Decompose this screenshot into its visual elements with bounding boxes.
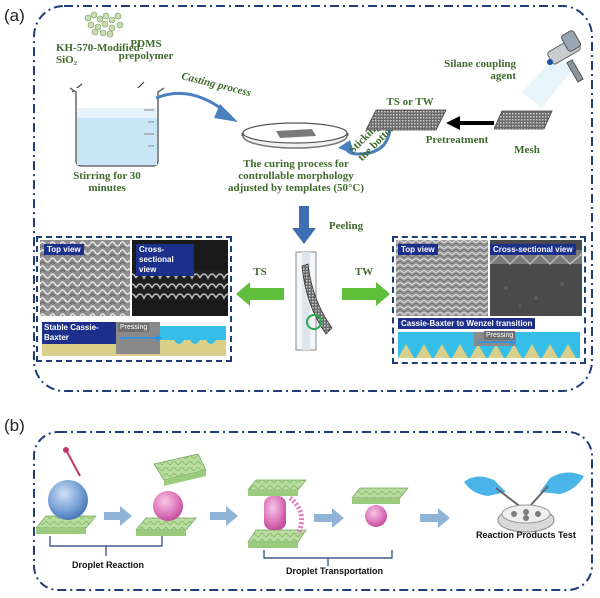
reaction-products-icon <box>464 472 584 533</box>
peeling-strip-icon <box>295 251 333 351</box>
tw-arrow <box>342 282 390 306</box>
ts-pressing-label: Pressing <box>118 323 150 332</box>
spray-gun-icon <box>522 30 584 108</box>
mesh-label: Mesh <box>514 144 540 156</box>
step2-droplet <box>135 453 207 536</box>
step1-droplet <box>36 447 97 534</box>
ts-arrow <box>236 282 284 306</box>
ts-tw-label: TS or TW <box>386 96 434 108</box>
peeling-label: Peeling <box>328 220 364 232</box>
tw-result-box <box>392 236 586 364</box>
step3-droplet <box>247 479 307 548</box>
beaker-icon <box>69 81 165 167</box>
tw-label: TW <box>354 266 374 278</box>
sio2-particles-icon <box>84 11 124 38</box>
petri-dish-icon <box>241 122 349 149</box>
step4-droplet <box>351 487 409 527</box>
panel-b-scene <box>36 447 584 566</box>
tw-top-view-tag: Top view <box>398 244 438 255</box>
droplet-reaction-label: Droplet Reaction <box>72 560 145 570</box>
ts-label: TS <box>253 266 267 278</box>
tw-state-tag: Cassie-Baxter to Wenzel transition <box>398 318 536 329</box>
tw-cross-view-tag: Cross-sectional view <box>490 244 576 255</box>
panel-b-letter: (b) <box>4 416 25 435</box>
tw-pressing-label: Pressing <box>484 331 516 340</box>
arrow-1 <box>104 506 132 526</box>
panel-a-letter: (a) <box>4 6 25 25</box>
reaction-products-label: Reaction Products Test <box>476 530 576 540</box>
ts-cross-view-tag: Cross-sectional view <box>136 244 194 276</box>
arrow-2 <box>210 506 238 526</box>
panel-a-frame <box>33 5 593 392</box>
peeling-arrow <box>292 206 316 244</box>
mesh-icon <box>494 110 553 130</box>
ts-state-tag: Stable Cassie-Baxter <box>42 322 116 344</box>
arrow-4 <box>420 508 450 528</box>
sticking-arrow <box>338 127 392 156</box>
pdms-label: PDMS prepolymer <box>118 38 174 62</box>
ts-top-view-tag: Top view <box>44 244 84 255</box>
ts-tw-mesh-icon <box>366 109 447 131</box>
modified-sio2-label: KH-570-Modified-SiO₂ <box>56 42 144 66</box>
curing-label: The curing process for controllable morp… <box>227 158 365 194</box>
stirring-label: Stirring for 30 minutes <box>73 170 141 194</box>
ts-result-box <box>36 236 232 362</box>
pretreatment-arrow <box>446 116 494 130</box>
silane-label: Silane coupling agent <box>444 58 516 82</box>
arrow-3 <box>314 508 344 528</box>
casting-arrow <box>155 91 238 122</box>
droplet-transportation-label: Droplet Transportation <box>286 566 384 576</box>
panel-b-frame <box>33 431 593 591</box>
pretreatment-label: Pretreatment <box>425 134 489 146</box>
